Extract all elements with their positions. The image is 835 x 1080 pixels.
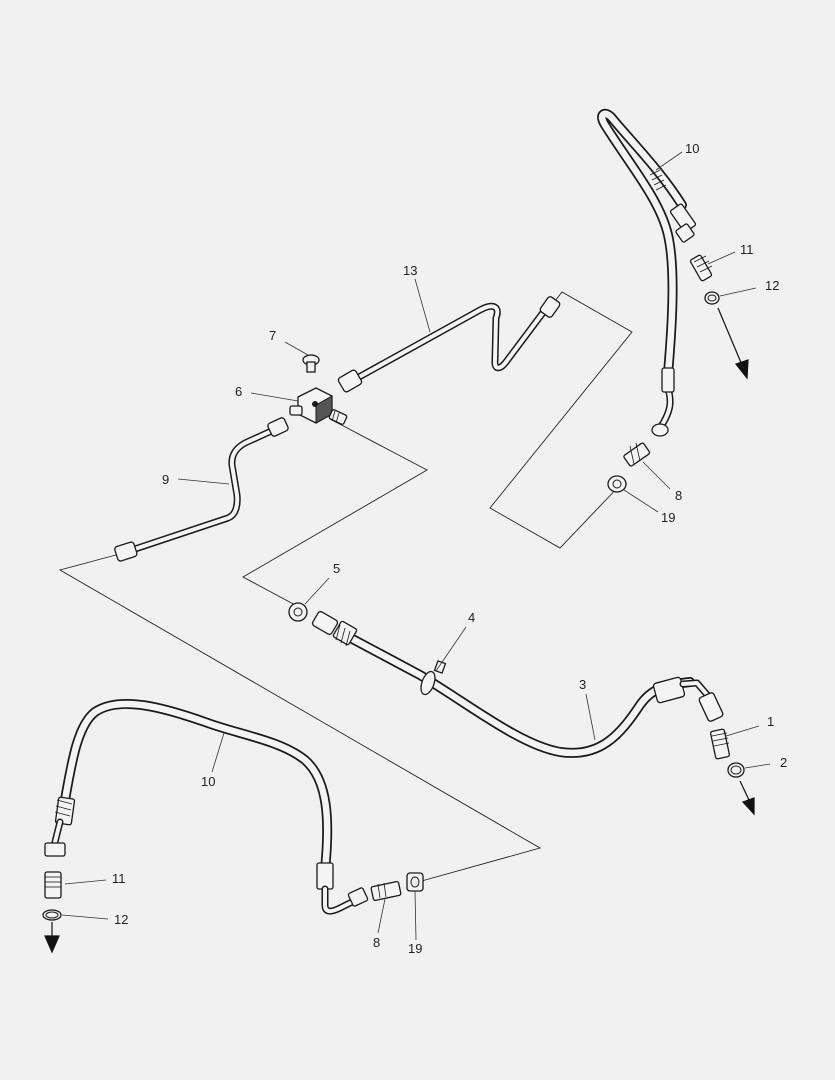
callout-13: 13 xyxy=(403,263,417,278)
o-ring-12-lower xyxy=(42,909,62,921)
group-line-left xyxy=(58,551,542,883)
flow-arrow-upper xyxy=(717,307,749,380)
callout-6: 6 xyxy=(235,384,242,399)
flow-arrow-lower xyxy=(44,922,60,954)
hose-crimp-hatch xyxy=(649,169,667,191)
callout-11-upper: 11 xyxy=(740,242,754,257)
callout-12-upper: 12 xyxy=(765,278,779,293)
adapter-8-lower xyxy=(370,880,402,902)
callout-2: 2 xyxy=(780,755,787,770)
plug-7 xyxy=(302,354,320,373)
hose-3 xyxy=(311,611,724,758)
adapter-1 xyxy=(709,728,731,760)
callout-labels: 1 2 3 4 5 6 7 8 8 9 10 10 11 11 12 12 13… xyxy=(112,141,787,956)
callout-19-upper: 19 xyxy=(661,510,675,525)
pipe-9 xyxy=(114,417,289,562)
callout-5: 5 xyxy=(333,561,340,576)
callout-1: 1 xyxy=(767,714,774,729)
callout-7: 7 xyxy=(269,328,276,343)
hose-end-nut xyxy=(651,423,669,437)
callout-10-lower: 10 xyxy=(201,774,215,789)
callout-8-lower: 8 xyxy=(373,935,380,950)
nut-19-lower xyxy=(406,872,424,892)
pipe-13 xyxy=(337,296,561,393)
hose-crimp-hatch-lower xyxy=(54,799,73,817)
callout-11-lower: 11 xyxy=(112,871,126,886)
callout-8-upper: 8 xyxy=(675,488,682,503)
adapter-11-lower xyxy=(44,871,62,899)
callout-9: 9 xyxy=(162,472,169,487)
nut-19-upper xyxy=(607,475,627,493)
nut-5 xyxy=(288,602,308,622)
leader-lines xyxy=(61,151,771,941)
hose-10-lower xyxy=(44,698,369,915)
adapter-11-upper xyxy=(689,254,713,282)
callout-19-lower: 19 xyxy=(408,941,422,956)
group-outlines xyxy=(58,291,633,883)
group-line-right xyxy=(489,291,633,549)
adapter-8-upper xyxy=(623,442,651,467)
tee-block-6 xyxy=(289,387,348,425)
callout-3: 3 xyxy=(579,677,586,692)
hose-10-upper xyxy=(597,108,697,437)
group-line-center xyxy=(242,419,428,607)
o-ring-2 xyxy=(727,762,745,778)
callout-4: 4 xyxy=(468,610,475,625)
callout-12-lower: 12 xyxy=(114,912,128,927)
flow-arrow-right xyxy=(739,780,755,816)
callout-10-upper: 10 xyxy=(685,141,699,156)
hose-ferrule xyxy=(661,367,675,393)
